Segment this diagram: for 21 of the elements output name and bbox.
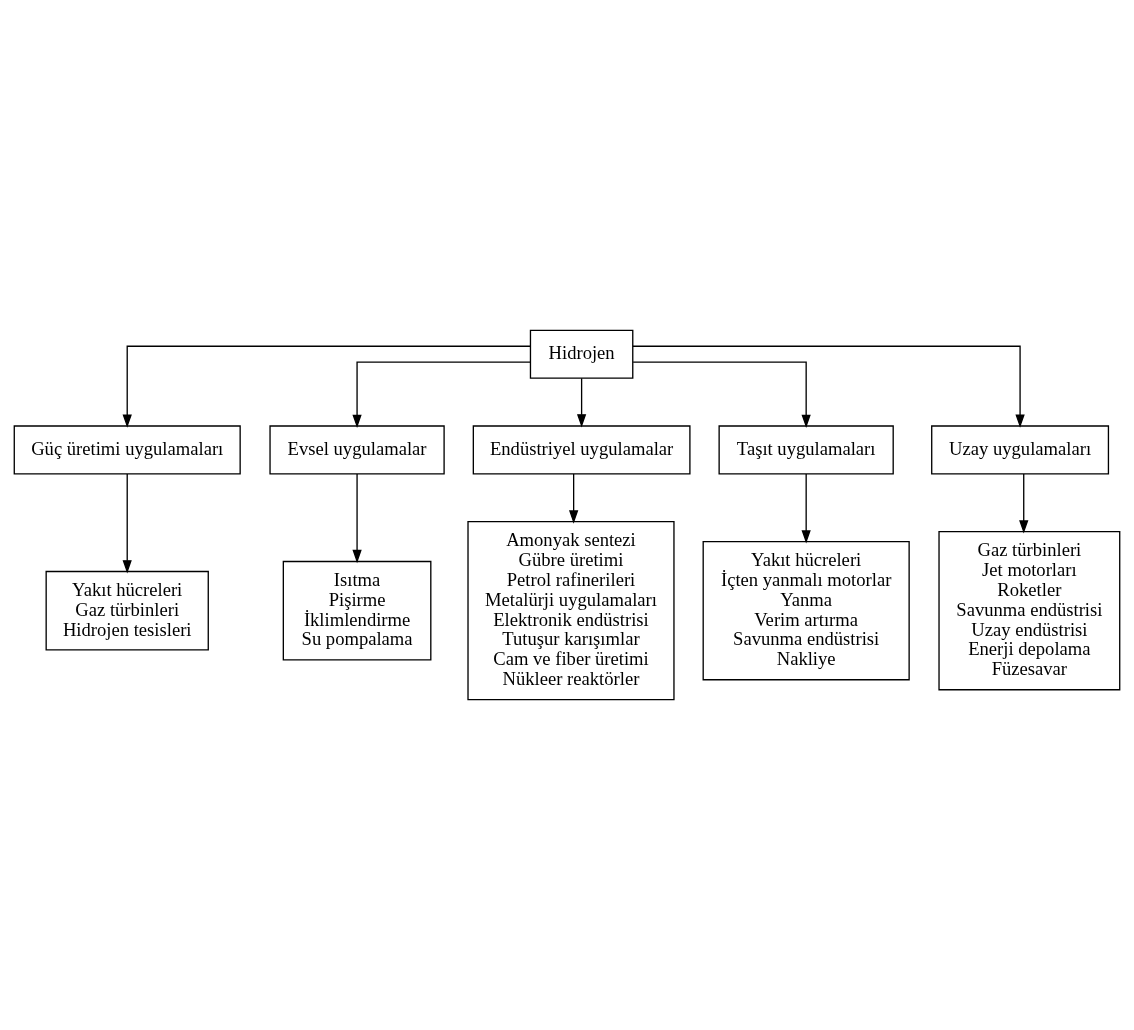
node-box: Yakıt hücreleri İçten yanmalı motorlar Yanma Verim artırma Savunma endüstrisi Nakliye [702,540,910,681]
arrow [1019,473,1029,534]
node-box: Taşıt uygulamaları [718,425,894,475]
node-box: Isıtma Pişirme İklimlendirme Su pompalama [282,560,432,661]
arrow [632,345,1025,428]
arrow [576,377,587,428]
node-box: Amonyak sentezi Gübre üretimi Petrol rafinerileri Metalürji uygulamaları Elektronik endüstrisi Tutuşur karışımlar Cam ve fiber üretimi Nükleer reaktörler [467,520,675,701]
arrow [352,361,531,428]
node-box: Endüstriyel uygulamalar [472,425,691,475]
arrow [122,473,132,574]
arrow [632,361,811,428]
arrow [801,473,811,544]
node-box: Evsel uygulamalar [269,425,445,475]
node-box: Yakıt hücreleri Gaz türbinleri Hidrojen tesisleri [45,570,209,651]
node-box: Güç üretimi uygulamaları [13,425,241,475]
arrow [352,473,362,564]
node-box: Uzay uygulamaları [931,425,1110,475]
arrow [122,345,532,428]
node-box: Hidrojen [529,329,634,379]
node-box: Gaz türbinleri Jet motorları Roketler Savunma endüstrisi Uzay endüstrisi Enerji depolama Füzesavar [938,530,1121,691]
arrow [569,473,579,524]
